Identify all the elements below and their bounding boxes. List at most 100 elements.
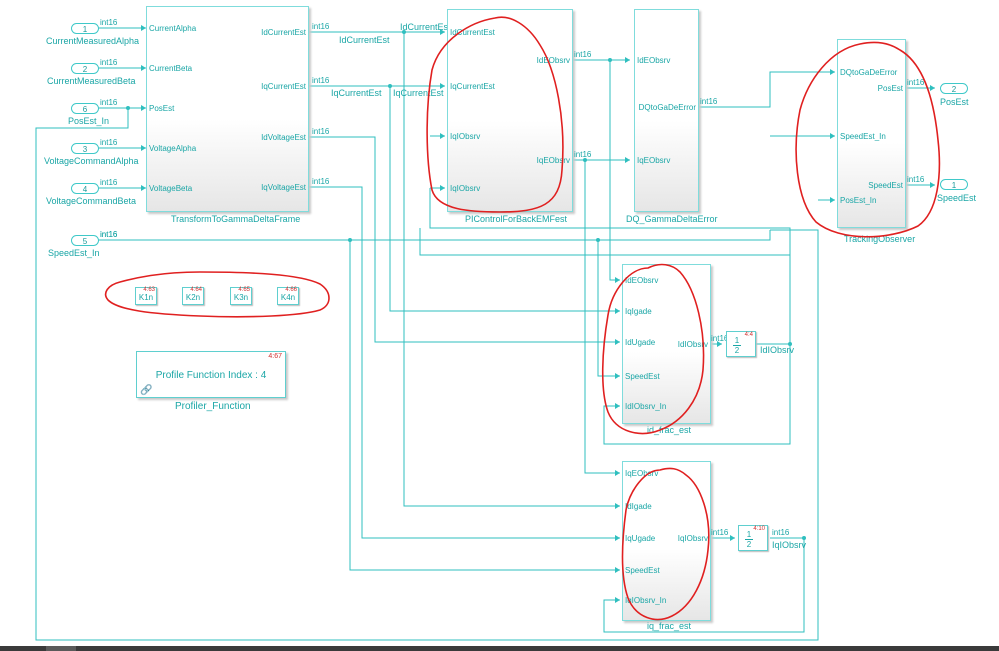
wire-label-iqcurrent: IqCurrentEst	[331, 88, 382, 98]
gain-2-index: 4:10	[753, 526, 765, 532]
gain-2-den: 2	[745, 539, 753, 549]
tracking-observer-block[interactable]: DQtoGaDeError SpeedEst_In PosEst_In PosE…	[837, 39, 906, 228]
tracking-in-2: PosEst_In	[840, 196, 877, 205]
dtype-speed: int16	[100, 230, 118, 239]
iqfrac-in-1: IdIgade	[625, 502, 652, 511]
inport-2-dtype: int16	[100, 58, 118, 67]
transform-out-3: IqVoltageEst	[261, 183, 306, 192]
pi-in-0: IdCurrentEst	[450, 28, 495, 37]
k4n-block[interactable]: 4:66 K4n	[277, 287, 299, 305]
tracking-out-0: PosEst	[877, 84, 903, 93]
transform-in-0: CurrentAlpha	[149, 24, 197, 33]
profiler-index: 4:67	[268, 353, 282, 360]
transform-out-0: IdCurrentEst	[261, 28, 306, 37]
transform-out-2: IdVoltageEst	[261, 133, 306, 142]
inport-4[interactable]: 4	[71, 183, 99, 194]
dtype-iqvoltage: int16	[312, 177, 330, 186]
tracking-out-1: SpeedEst	[868, 181, 903, 190]
idfrac-in-4: IdIObsrv_In	[625, 402, 667, 411]
dq-in-1: IqEObsrv	[637, 156, 671, 165]
pi-block-name: PIControlForBackEMFest	[465, 214, 568, 224]
k3n-label: K3n	[233, 293, 249, 302]
dq-out-0: DQtoGaDeError	[638, 103, 696, 112]
inport-6-label: PosEst_In	[68, 116, 110, 126]
bottom-status-bar	[0, 646, 999, 651]
outport-1[interactable]: 1	[940, 179, 968, 190]
pi-out-1: IqEObsrv	[536, 156, 570, 165]
inport-4-label: VoltageCommandBeta	[46, 196, 137, 206]
gain-1-num: 1	[734, 336, 740, 345]
idfrac-in-0: IdEObsrv	[625, 276, 659, 285]
transform-in-1: CurrentBeta	[149, 64, 193, 73]
iqfrac-in-3: SpeedEst	[625, 566, 660, 575]
idfrac-out-0: IdIObsrv	[677, 340, 708, 349]
outport-1-label: SpeedEst	[937, 193, 977, 203]
outport-2-label: PosEst	[940, 97, 969, 107]
idfrac-in-2: IdUgade	[625, 338, 656, 347]
link-icon: 🔗	[140, 385, 153, 396]
inport-1-dtype: int16	[100, 18, 118, 27]
profiler-text: Profile Function Index : 4	[155, 370, 267, 381]
profiler-name: Profiler_Function	[175, 401, 251, 412]
dtype-iqeobsrv: int16	[574, 150, 592, 159]
inport-1-label: CurrentMeasuredAlpha	[46, 36, 140, 46]
wire-label-idcurrent-2: IdCurrentEst	[400, 22, 451, 32]
inport-3[interactable]: 3	[71, 143, 99, 154]
dtype-dqerror: int16	[700, 97, 718, 106]
iq-frac-est-block[interactable]: IqEObsrv IdIgade IqUgade SpeedEst IqIObs…	[622, 461, 711, 621]
iqfrac-in-4: IqIObsrv_In	[625, 596, 667, 605]
gain-2-num: 1	[746, 530, 752, 539]
inport-5-dtype: int16	[100, 230, 118, 239]
id-frac-est-block[interactable]: IdEObsrv IqIgade IdUgade SpeedEst IdIObs…	[622, 264, 711, 424]
wire-label-iqiobsrv: IqIObsrv	[772, 540, 807, 550]
k4n-label: K4n	[280, 293, 296, 302]
inport-6[interactable]: 6	[71, 103, 99, 114]
dtype-idiobsrv: int16	[711, 334, 729, 343]
outport-2[interactable]: 2	[940, 83, 968, 94]
tracking-block-name: TrackingObserver	[844, 234, 916, 244]
inport-3-dtype: int16	[100, 138, 118, 147]
iqfrac-out-0: IqIObsrv	[677, 534, 708, 543]
tracking-in-1: SpeedEst_In	[840, 132, 886, 141]
dtype-posest-out: int16	[907, 78, 925, 87]
k2n-block[interactable]: 4:64 K2n	[182, 287, 204, 305]
dq-error-block[interactable]: IdEObsrv IqEObsrv DQtoGaDeError	[634, 9, 699, 212]
inport-2[interactable]: 2	[71, 63, 99, 74]
iq-frac-block-name: iq_frac_est	[647, 621, 692, 631]
dtype-iqcurrent: int16	[312, 76, 330, 85]
inport-5[interactable]: 5	[71, 235, 99, 246]
wire-label-idcurrent: IdCurrentEst	[339, 35, 390, 45]
transform-block-name: TransformToGammaDeltaFrame	[171, 214, 301, 224]
dtype-speedest-out: int16	[907, 175, 925, 184]
k1n-label: K1n	[138, 293, 154, 302]
inport-1[interactable]: 1	[71, 23, 99, 34]
pi-control-block[interactable]: IdCurrentEst IqCurrentEst IqIObsrv IqIOb…	[447, 9, 573, 212]
k3n-block[interactable]: 4:65 K3n	[230, 287, 252, 305]
inport-2-label: CurrentMeasuredBeta	[47, 76, 136, 86]
iqfrac-in-2: IqUgade	[625, 534, 656, 543]
inport-6-dtype: int16	[100, 98, 118, 107]
transform-out-1: IqCurrentEst	[261, 82, 306, 91]
transform-block[interactable]: CurrentAlpha CurrentBeta PosEst VoltageA…	[146, 6, 309, 212]
dq-in-0: IdEObsrv	[637, 56, 671, 65]
inport-3-label: VoltageCommandAlpha	[44, 156, 139, 166]
tracking-in-0: DQtoGaDeError	[840, 68, 898, 77]
wire-label-idiobsrv: IdIObsrv	[760, 345, 795, 355]
dtype-idvoltage: int16	[312, 127, 330, 136]
transform-in-2: PosEst	[149, 104, 175, 113]
pi-in-2: IqIObsrv	[450, 132, 481, 141]
iqfrac-in-0: IqEObsrv	[625, 469, 659, 478]
id-frac-block-name: id_frac_est	[647, 425, 692, 435]
k2n-label: K2n	[185, 293, 201, 302]
dtype-ideobsrv: int16	[574, 50, 592, 59]
k1n-block[interactable]: 4:63 K1n	[135, 287, 157, 305]
status-bar-segment	[46, 646, 76, 651]
dtype-gain2-out: int16	[772, 528, 790, 537]
profiler-function-block[interactable]: 4:67 Profile Function Index : 4 🔗	[136, 351, 286, 398]
transform-in-4: VoltageBeta	[149, 184, 193, 193]
